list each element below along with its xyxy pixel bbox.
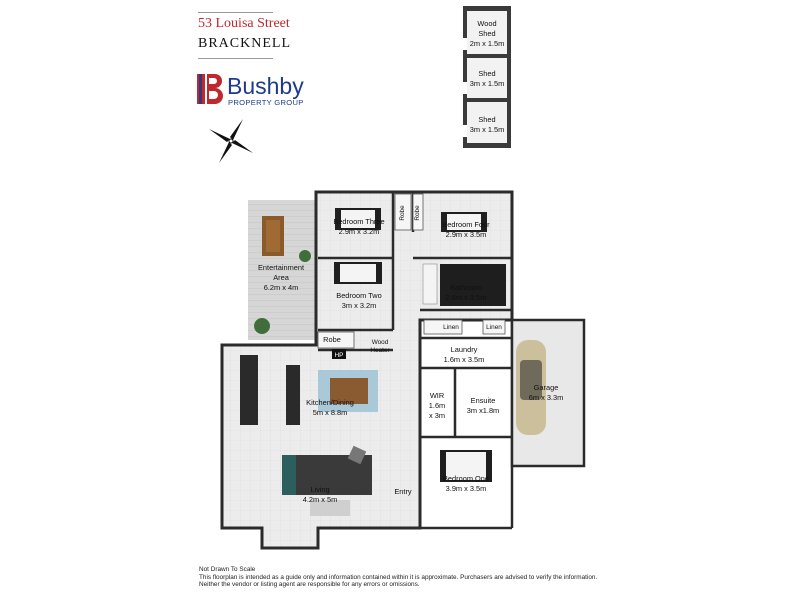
robe-label-left: Robe bbox=[399, 205, 406, 221]
room-size-bedroom-two: 3m x 3.2m bbox=[342, 301, 377, 310]
room-label-ensuite: Ensuite bbox=[471, 396, 496, 405]
scale-note: Not Drawn To Scale bbox=[199, 566, 256, 573]
room-label-entertainment-2: Area bbox=[273, 273, 290, 282]
room-label-garage: Garage bbox=[534, 383, 559, 392]
room-size-bedroom-one: 3.9m x 3.5m bbox=[446, 484, 487, 493]
header-top-rule bbox=[198, 12, 273, 13]
shed-3-name: Shed bbox=[478, 115, 495, 124]
disclaimer: Not Drawn To Scale This floorplan is int… bbox=[199, 566, 619, 589]
shed-1-name-line2: Shed bbox=[478, 29, 495, 38]
entry-label: Entry bbox=[394, 487, 412, 496]
logo-tagline: PROPERTY GROUP bbox=[228, 98, 304, 107]
room-label-kitchen: Kitchen/Dining bbox=[306, 398, 354, 407]
compass-rose-icon bbox=[206, 116, 256, 166]
brand-logo: Bushby PROPERTY GROUP bbox=[196, 70, 326, 112]
room-label-living: Living bbox=[310, 485, 329, 494]
robe-closet bbox=[412, 193, 424, 231]
room-size-bathroom: 2.6m x 3.5m bbox=[446, 293, 487, 302]
robe-label-bed2: Robe bbox=[323, 335, 341, 344]
room-size-bedroom-four: 2.9m x 3.5m bbox=[446, 230, 487, 239]
room-size-bedroom-three: 2.9m x 3.2m bbox=[339, 227, 380, 236]
room-label-wir: WIR bbox=[430, 391, 444, 400]
sofa bbox=[282, 455, 296, 495]
logo-mark-icon bbox=[197, 74, 223, 104]
room-label-laundry: Laundry bbox=[451, 345, 478, 354]
room-label-bedroom-two: Bedroom Two bbox=[336, 291, 381, 300]
robe-closet bbox=[394, 193, 412, 231]
room-label-bathroom: Bathroom bbox=[450, 283, 482, 292]
room-labels: Bedroom Three 2.9m x 3.2m Bedroom Four 2… bbox=[258, 217, 563, 504]
wood-heater-label-line2: Heater bbox=[370, 347, 390, 354]
room-size-kitchen: 5m x 8.8m bbox=[313, 408, 348, 417]
room-size-wir-2: x 3m bbox=[429, 411, 445, 420]
room-size-ensuite: 3m x1.8m bbox=[467, 406, 499, 415]
room-size-living: 4.2m x 5m bbox=[303, 495, 338, 504]
robe-label-right: Robe bbox=[414, 205, 421, 221]
room-size-laundry: 1.6m x 3.5m bbox=[444, 355, 485, 364]
shed-2-size: 3m x 1.5m bbox=[470, 79, 505, 88]
room-size-entertainment: 6.2m x 4m bbox=[264, 283, 299, 292]
wood-heater-label-line1: Wood bbox=[372, 339, 389, 346]
room-label-bedroom-one: Bedroom One bbox=[443, 474, 489, 483]
linen-label-2: Linen bbox=[486, 324, 502, 331]
room-size-garage: 6m x 3.3m bbox=[529, 393, 564, 402]
logo-wordmark: Bushby bbox=[227, 73, 304, 99]
plant-icon bbox=[299, 250, 311, 262]
room-size-wir-1: 1.6m bbox=[429, 401, 445, 410]
hp-label: HP bbox=[335, 352, 344, 359]
shed-2-name: Shed bbox=[478, 69, 495, 78]
kitchen-bench bbox=[240, 355, 258, 425]
plant-icon bbox=[254, 318, 270, 334]
room-label-entertainment-1: Entertainment bbox=[258, 263, 304, 272]
heat-pump bbox=[332, 349, 346, 359]
sheds-block: Wood Shed 2m x 1.5m Shed 3m x 1.5m Shed … bbox=[463, 6, 511, 148]
armchair bbox=[347, 445, 367, 465]
bathroom-floor bbox=[440, 264, 506, 306]
header-bottom-rule bbox=[198, 58, 273, 59]
kitchen-island bbox=[286, 365, 300, 425]
linen-label-1: Linen bbox=[443, 324, 459, 331]
bathtub bbox=[422, 263, 438, 305]
property-suburb: BRACKNELL bbox=[198, 36, 291, 51]
room-label-bedroom-four: Bedroom Four bbox=[442, 220, 490, 229]
room-label-bedroom-three: Bedroom Three bbox=[333, 217, 384, 226]
shed-3-size: 3m x 1.5m bbox=[470, 125, 505, 134]
disclaimer-text: This floorplan is intended as a guide on… bbox=[199, 573, 598, 589]
property-address: 53 Louisa Street bbox=[198, 16, 290, 31]
shed-1-size: 2m x 1.5m bbox=[470, 39, 505, 48]
coffee-table bbox=[310, 500, 350, 516]
shed-1-name-line1: Wood bbox=[477, 19, 496, 28]
